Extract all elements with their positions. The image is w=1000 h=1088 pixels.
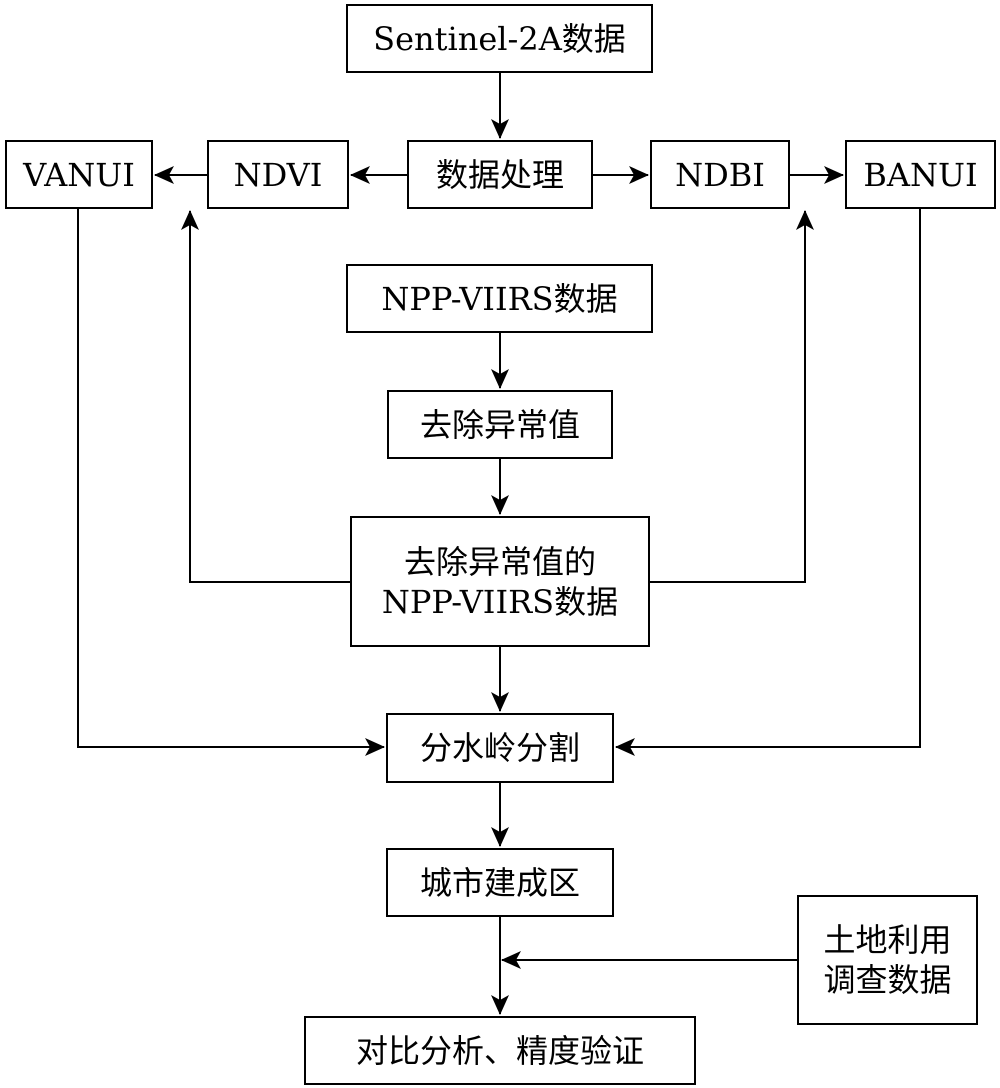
arrow-npp-clean-to-vanui bbox=[181, 210, 350, 583]
node-vanui: VANUI bbox=[5, 140, 153, 209]
node-label: 分水岭分割 bbox=[419, 729, 580, 767]
node-label: 对比分析、精度验证 bbox=[355, 1031, 644, 1070]
arrow-vanui-to-watershed bbox=[77, 209, 385, 756]
node-label-line-2: 调查数据 bbox=[823, 961, 952, 999]
node-label: NDBI bbox=[675, 155, 765, 194]
node-label: NDVI bbox=[233, 155, 323, 194]
node-label-line-1: 去除异常值的 bbox=[403, 542, 596, 581]
node-label: 城市建成区 bbox=[419, 863, 580, 902]
node-label: Sentinel-2A数据 bbox=[373, 19, 626, 58]
node-watershed-segmentation: 分水岭分割 bbox=[386, 713, 614, 783]
node-label: BANUI bbox=[863, 155, 978, 194]
node-ndvi: NDVI bbox=[207, 140, 349, 209]
node-label-line-1: 土地利用 bbox=[823, 921, 952, 959]
node-label: VANUI bbox=[23, 155, 135, 194]
node-land-use-survey-data: 土地利用 调查数据 bbox=[797, 895, 978, 1025]
node-urban-built-up-area: 城市建成区 bbox=[386, 848, 614, 917]
arrow-npp-clean-to-banui bbox=[650, 210, 814, 583]
node-sentinel-2a-data: Sentinel-2A数据 bbox=[346, 4, 653, 73]
node-data-processing: 数据处理 bbox=[407, 140, 593, 209]
node-ndbi: NDBI bbox=[650, 140, 790, 209]
node-label-line-2: NPP-VIIRS数据 bbox=[381, 582, 619, 621]
node-remove-outliers: 去除异常值 bbox=[387, 390, 613, 459]
node-label: 数据处理 bbox=[435, 155, 564, 194]
node-npp-viirs-data: NPP-VIIRS数据 bbox=[346, 264, 653, 333]
node-npp-viirs-cleaned: 去除异常值的 NPP-VIIRS数据 bbox=[350, 516, 650, 647]
node-banui: BANUI bbox=[845, 140, 996, 209]
node-label: 去除异常值 bbox=[419, 405, 580, 444]
node-label: NPP-VIIRS数据 bbox=[381, 279, 618, 318]
arrow-banui-to-watershed bbox=[615, 209, 921, 756]
node-comparison-accuracy-validation: 对比分析、精度验证 bbox=[304, 1016, 696, 1085]
